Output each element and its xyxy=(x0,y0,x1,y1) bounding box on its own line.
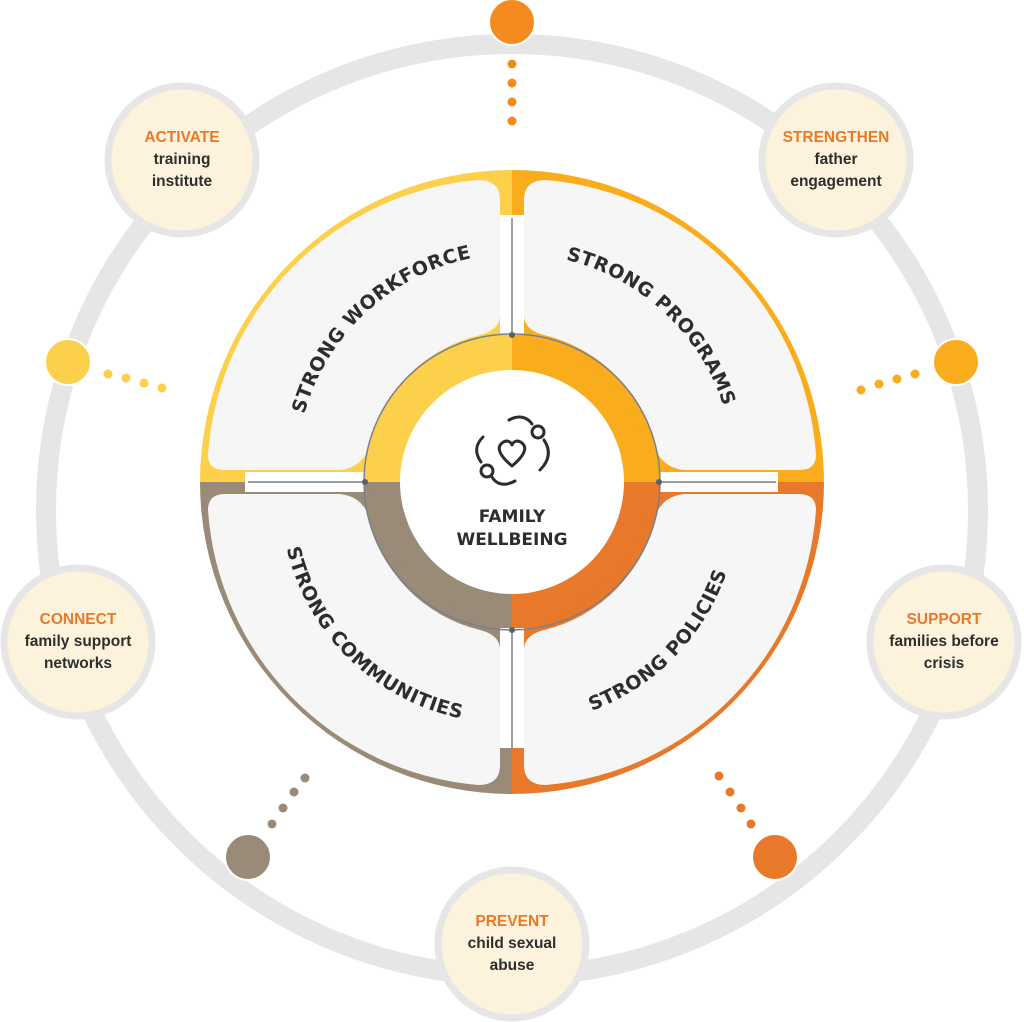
connector-dot-bottom-right-2 xyxy=(736,803,746,813)
satellite-line: child sexual xyxy=(468,935,557,952)
connector-dot-left-2 xyxy=(139,378,149,388)
node-dot-right xyxy=(932,338,980,386)
inner-ring-workforce xyxy=(375,345,512,482)
satellite-title: SUPPORT xyxy=(907,611,982,628)
satellite-nodes: ACTIVATE training institute STRENGTHEN fathe… xyxy=(0,82,1022,1022)
connector-dot-bottom-left-3 xyxy=(300,773,310,783)
panel-programs[interactable] xyxy=(524,180,816,470)
node-dot-bottom-right xyxy=(751,833,799,881)
node-dot-top xyxy=(488,0,536,46)
inner-ring-programs xyxy=(512,345,649,482)
panel-workforce[interactable] xyxy=(208,180,500,470)
inner-ring xyxy=(375,345,649,619)
satellite-prevent[interactable]: PREVENT child sexual abuse xyxy=(434,866,590,1022)
connector-dot-right-0 xyxy=(856,385,866,395)
connector-dot-right-2 xyxy=(892,374,902,384)
satellite-line: networks xyxy=(44,655,112,672)
center-label-line-2: WELLBEING xyxy=(456,530,567,550)
quadrant-panels xyxy=(208,180,816,785)
satellite-circle xyxy=(758,82,914,238)
satellite-line: institute xyxy=(152,173,213,190)
connector-dot-top-3 xyxy=(507,116,517,126)
node-dot-left xyxy=(44,338,92,386)
center-label-line-1: FAMILY xyxy=(479,507,546,527)
satellite-title: ACTIVATE xyxy=(144,129,219,146)
satellite-circle xyxy=(104,82,260,238)
connector-dot-right-3 xyxy=(910,369,920,379)
satellite-activate[interactable]: ACTIVATE training institute xyxy=(104,82,260,238)
connector-dot-bottom-right-1 xyxy=(725,787,735,797)
hands-heart-icon xyxy=(475,415,550,486)
connector-dot-bottom-right-3 xyxy=(746,819,756,829)
satellite-support[interactable]: SUPPORT families before crisis xyxy=(866,564,1022,720)
connector-dot-bottom-right-0 xyxy=(714,771,724,781)
connector-dot-bottom-left-1 xyxy=(278,803,288,813)
connector-dot-bottom-left-0 xyxy=(267,819,277,829)
satellite-circle xyxy=(866,564,1022,720)
satellite-line: crisis xyxy=(924,655,965,672)
satellite-title: STRENGTHEN xyxy=(783,129,890,146)
connector-dot-right-1 xyxy=(874,379,884,389)
satellite-line: training xyxy=(154,151,211,168)
inner-ring-communities xyxy=(375,482,512,619)
connector-dot-top-1 xyxy=(507,78,517,88)
satellite-circle xyxy=(434,866,590,1022)
satellite-line: family support xyxy=(25,633,132,650)
panel-communities[interactable] xyxy=(208,494,500,785)
connector-dot-bottom-left-2 xyxy=(289,787,299,797)
inner-ring-policies xyxy=(512,482,649,619)
satellite-line: father xyxy=(814,151,857,168)
satellite-connect[interactable]: CONNECT family support networks xyxy=(0,564,156,720)
satellite-title: CONNECT xyxy=(40,611,117,628)
connector-dot-left-3 xyxy=(157,383,167,393)
connector-dot-left-1 xyxy=(121,373,131,383)
satellite-strengthen[interactable]: STRENGTHEN father engagement xyxy=(758,82,914,238)
satellite-line: families before xyxy=(889,633,999,650)
connector-dot-top-2 xyxy=(507,97,517,107)
satellite-line: abuse xyxy=(490,957,535,974)
connector-dot-left-0 xyxy=(103,369,113,379)
node-dot-bottom-left xyxy=(224,833,272,881)
connector-dots xyxy=(44,0,980,881)
connector-dot-top-0 xyxy=(507,59,517,69)
satellite-line: engagement xyxy=(790,173,881,190)
satellite-circle xyxy=(0,564,156,720)
satellite-title: PREVENT xyxy=(475,913,549,930)
panel-policies[interactable] xyxy=(524,494,816,785)
